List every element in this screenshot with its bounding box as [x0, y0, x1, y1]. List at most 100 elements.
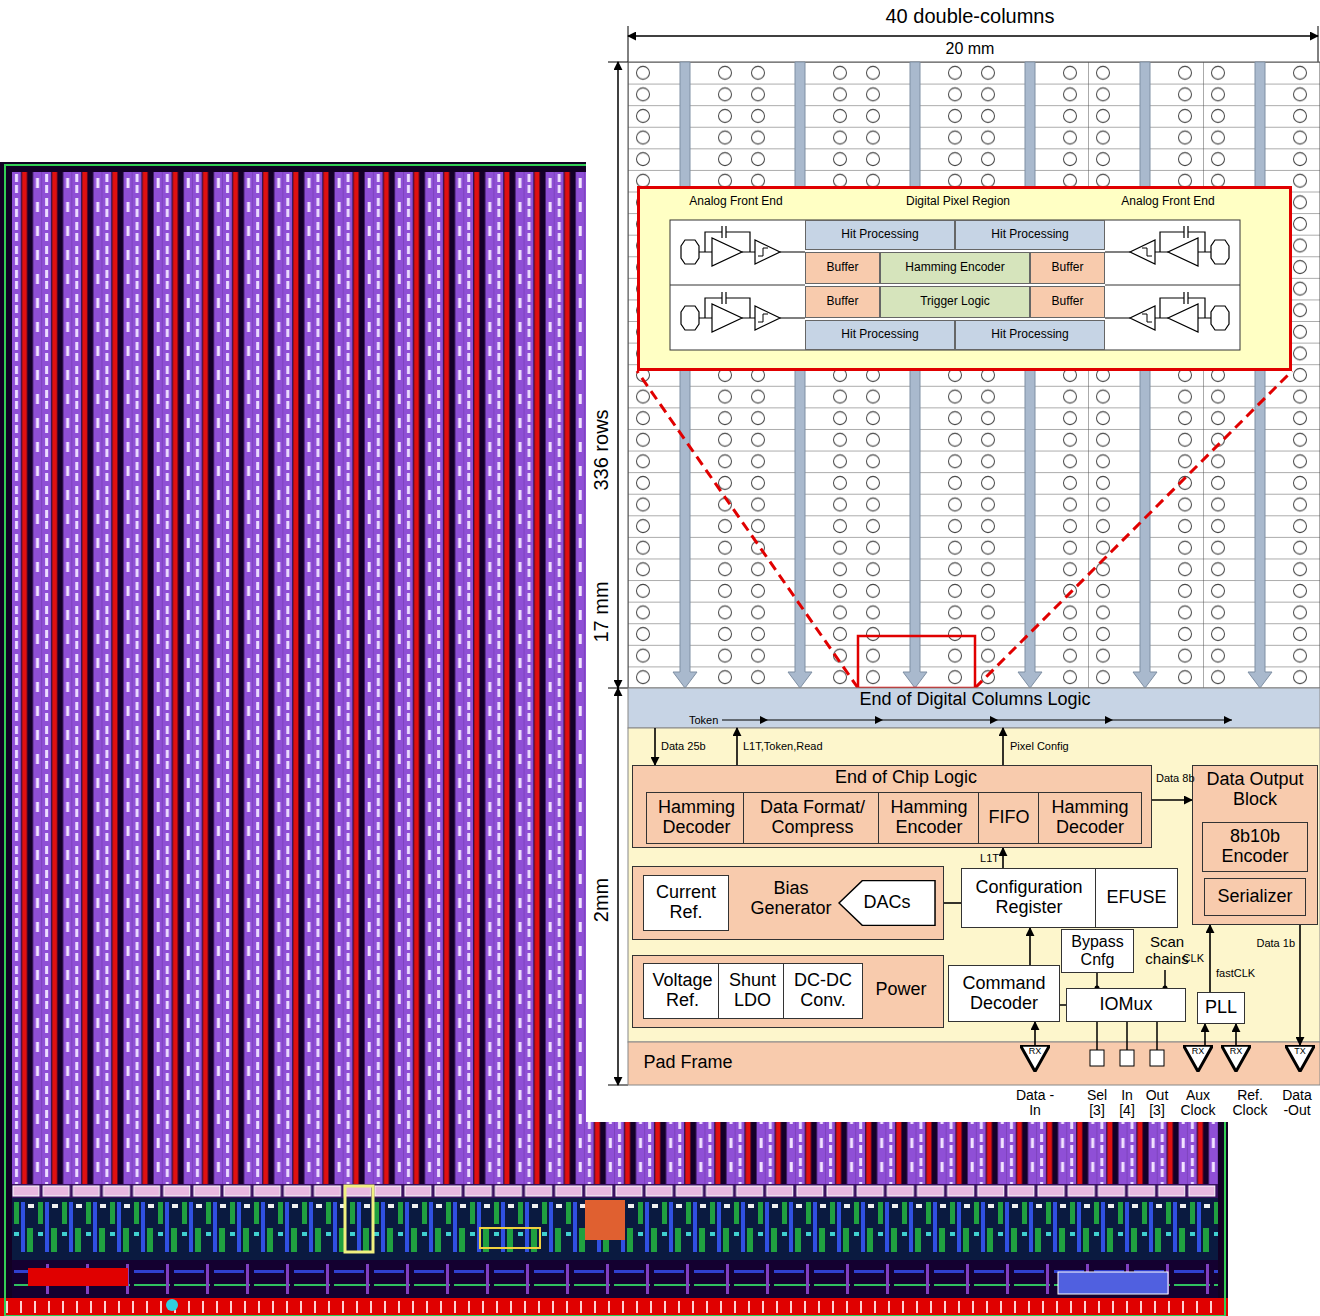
hit-processing-block: Hit Processing	[805, 220, 955, 250]
block-label: Buffer	[1052, 295, 1084, 308]
block-label: Buffer	[1052, 261, 1084, 274]
block-label: Buffer	[827, 261, 859, 274]
buffer-block: Buffer	[805, 252, 880, 284]
logic-block: Bias GeneratorCurrent Ref. DACs	[632, 866, 944, 940]
block-label: Hit Processing	[841, 328, 918, 341]
logic-block: Shunt LDO	[718, 963, 787, 1019]
block-label: Hamming Decoder	[647, 798, 746, 838]
hit-processing-block: Hit Processing	[805, 320, 955, 350]
block-label: Hit Processing	[991, 328, 1068, 341]
logic-block: End of Chip LogicHamming DecoderData For…	[632, 765, 1152, 848]
buffer-block: Buffer	[1030, 286, 1105, 318]
signal-label: Sel [3]	[1082, 1088, 1112, 1119]
block-label: Hamming Encoder	[879, 798, 979, 838]
signal-label: L1T	[980, 852, 999, 864]
logic-block: Hamming Decoder	[1038, 792, 1142, 844]
block-label: Configuration Register	[962, 878, 1096, 918]
signal-connector	[1209, 925, 1211, 992]
signal-label: Out [3]	[1142, 1088, 1172, 1119]
signal-connector	[654, 728, 656, 765]
block-label: Pad Frame	[633, 1053, 743, 1073]
block-label: IOMux	[1096, 995, 1155, 1015]
logic-block: Voltage Ref.	[643, 963, 722, 1019]
logic-block: EFUSE	[1095, 868, 1178, 928]
hit-processing-block: Hit Processing	[955, 220, 1105, 250]
signal-label: Ref. Clock	[1229, 1088, 1271, 1119]
signal-label: Pixel Config	[1010, 740, 1069, 752]
block-label: DC-DC Conv.	[784, 971, 862, 1011]
signal-label: In [4]	[1114, 1088, 1140, 1119]
band: Pad Frame RX RX RX TX	[628, 1042, 1320, 1085]
logic-block: FIFO	[978, 792, 1040, 844]
logic-block: Data Output Block 8b10b EncoderSerializer	[1192, 765, 1318, 925]
dimension-label: 2mm	[590, 878, 612, 922]
dimension-label: 40 double-columns	[886, 5, 1055, 27]
block-label: FIFO	[989, 808, 1030, 828]
signal-label: Token	[689, 714, 718, 726]
signal-label: Data -In	[1015, 1088, 1055, 1119]
logic-block: Data Format/ Compress	[743, 792, 882, 844]
logic-block: 8b10b Encoder	[1202, 822, 1308, 872]
block-label: RX	[1192, 1047, 1205, 1057]
signal-connector	[1002, 848, 1004, 868]
signal-label: Data 8b	[1156, 772, 1195, 784]
logic-block: Power Voltage Ref.Shunt LDODC-DC Conv.	[632, 955, 944, 1028]
block-label: RX	[1029, 1047, 1042, 1057]
logic-block: Command Decoder	[948, 965, 1060, 1022]
block-label: Analog Front End	[1088, 195, 1248, 208]
signal-label: Data 1b	[1256, 937, 1295, 949]
signal-label: L1T,Token,Read	[743, 740, 823, 752]
logic-block: Hamming Encoder	[880, 252, 1030, 284]
signal-connector	[1299, 925, 1301, 1045]
block-label: Shunt LDO	[719, 971, 786, 1011]
block-label: Serializer	[1217, 887, 1292, 907]
io-driver-triangle: RX	[1183, 1045, 1213, 1072]
io-driver-triangle: TX	[1285, 1045, 1315, 1072]
buffer-block: Buffer	[805, 286, 880, 318]
dac-pentagon: DACs	[838, 880, 936, 926]
block-label: Command Decoder	[949, 974, 1059, 1014]
block-label: DACs	[863, 893, 910, 913]
zoom-callout: Analog Front End Digital Pixel Region Anal…	[637, 186, 1292, 371]
dimension-label: 20 mm	[946, 40, 995, 58]
block-label: TX	[1294, 1047, 1306, 1057]
logic-block: Hamming Encoder	[878, 792, 980, 844]
signal-connector	[1002, 728, 1004, 765]
signal-connector	[736, 728, 738, 765]
logic-block: IOMux	[1066, 988, 1186, 1022]
signal-label: Data 25b	[661, 740, 706, 752]
signal-connector	[1204, 1024, 1206, 1045]
logic-block: Bypass Cnfg	[1061, 929, 1134, 972]
signal-connector	[1034, 1022, 1036, 1045]
block-label: Digital Pixel Region	[868, 195, 1048, 208]
block-label: Buffer	[827, 295, 859, 308]
logic-block: Current Ref.	[643, 875, 729, 931]
io-driver-triangle: RX	[1221, 1045, 1251, 1072]
logic-block: PLL	[1197, 992, 1245, 1024]
block-diagram-panel	[586, 0, 1320, 1122]
block-label: Bypass Cnfg	[1062, 933, 1133, 968]
signal-label: fastCLK	[1216, 967, 1255, 979]
block-label: Power	[861, 980, 941, 1000]
dimension-label: 336 rows	[590, 409, 612, 490]
band: End of Digital Columns Logic	[628, 688, 1320, 728]
block-label: End of Digital Columns Logic	[775, 690, 1175, 710]
block-label: RX	[1230, 1047, 1243, 1057]
signal-label: CLK	[1183, 952, 1204, 964]
block-label: Current Ref.	[644, 883, 728, 923]
signal-connector	[1029, 928, 1031, 965]
block-label: Bias Generator	[736, 879, 846, 919]
block-label: Hit Processing	[841, 228, 918, 241]
block-label: Analog Front End	[656, 195, 816, 208]
hit-processing-block: Hit Processing	[955, 320, 1105, 350]
block-label: PLL	[1202, 998, 1240, 1018]
logic-block: Serializer	[1204, 878, 1306, 916]
block-label: Data Output Block	[1195, 770, 1315, 810]
logic-block: Trigger Logic	[880, 286, 1030, 318]
dimension-label: 17 mm	[590, 581, 612, 642]
block-label: Data Format/ Compress	[744, 798, 881, 838]
block-label: 8b10b Encoder	[1203, 827, 1307, 867]
signal-connector	[1235, 1024, 1237, 1045]
signal-label: Aux Clock	[1178, 1088, 1218, 1119]
logic-block: Configuration Register	[961, 868, 1097, 928]
